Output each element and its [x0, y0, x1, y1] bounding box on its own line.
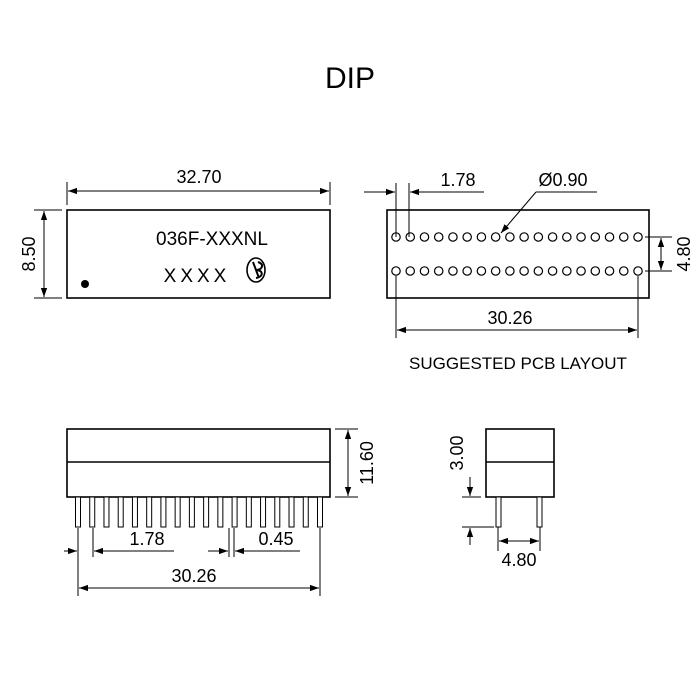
pcb-pad	[433, 266, 444, 276]
pcb-pad	[448, 266, 458, 276]
pcb-pad	[576, 232, 586, 242]
pcb-pad	[519, 232, 529, 242]
pcb-pad	[505, 232, 515, 242]
end-row-spacing-dim: 4.80	[501, 550, 536, 570]
side-pin-width-dim: 0.45	[258, 529, 293, 549]
date-code-marking: XXXX	[164, 266, 231, 287]
pin1-dot	[81, 280, 89, 288]
pcb-pad	[505, 266, 515, 276]
pcb-pad	[419, 266, 430, 276]
side-pin	[302, 496, 309, 528]
side-view: 11.60 1.78 0.45 30.26	[64, 428, 377, 596]
pcb-pad	[391, 266, 401, 276]
part-number-marking: 036F-XXXNL	[156, 229, 268, 250]
side-pin	[260, 496, 267, 528]
pcb-hole-dim: Ø0.90	[538, 170, 587, 190]
top-length-dim: 32.70	[176, 167, 221, 187]
pcb-caption: SUGGESTED PCB LAYOUT	[409, 354, 627, 373]
side-pin	[188, 496, 195, 528]
pcb-pad	[490, 232, 501, 242]
pcb-pad	[519, 266, 529, 276]
pcb-row-spacing-dim: 4.80	[674, 236, 694, 271]
top-view: 036F-XXXNL XXXX 32.70 8.50	[19, 167, 331, 299]
end-view-body	[485, 428, 555, 498]
pcb-pad	[462, 266, 472, 276]
company-logo-icon	[246, 257, 266, 283]
pcb-pad	[476, 266, 487, 276]
pcb-pad	[462, 232, 472, 242]
pcb-pad	[547, 266, 558, 276]
pcb-pad	[547, 232, 558, 242]
end-pin-right	[536, 496, 543, 528]
pcb-layout-view: 1.78 Ø0.90 4.80 30.26 SUGGESTED PCB LAYO…	[364, 170, 694, 373]
pcb-pad	[533, 266, 544, 276]
pcb-span-dim: 30.26	[487, 308, 532, 328]
side-pin	[89, 496, 96, 528]
pcb-pitch-dim: 1.78	[440, 170, 475, 190]
end-view: 3.00 4.80	[447, 428, 555, 570]
top-view-body	[66, 209, 331, 299]
pcb-pad	[604, 232, 615, 242]
side-pin	[160, 496, 167, 528]
side-span-dim: 30.26	[171, 566, 216, 586]
side-pitch-dim: 1.78	[129, 529, 164, 549]
pcb-pad	[590, 232, 601, 242]
pcb-pad	[618, 232, 629, 242]
pcb-pad	[405, 266, 416, 276]
side-pin	[75, 496, 81, 528]
side-pin	[203, 496, 210, 528]
pcb-pad	[562, 266, 572, 276]
pcb-pad	[633, 266, 643, 276]
end-pin-length-dim: 3.00	[447, 435, 467, 470]
pad-row-bottom	[391, 266, 643, 276]
side-pin	[217, 496, 224, 528]
pcb-pad	[419, 232, 430, 242]
side-height-dim: 11.60	[357, 441, 377, 485]
side-pin	[245, 496, 252, 528]
side-pin	[274, 496, 281, 528]
pad-row-top	[391, 232, 643, 242]
pcb-pad	[533, 232, 544, 242]
side-pin-row	[75, 496, 323, 528]
end-pin-left	[495, 496, 502, 528]
drawing-title: DIP	[325, 62, 375, 95]
pcb-pad	[618, 266, 629, 276]
side-view-body	[66, 428, 331, 498]
side-pin	[317, 496, 323, 528]
pcb-pad	[590, 266, 601, 276]
pcb-pad	[633, 232, 643, 242]
pcb-outline	[386, 209, 650, 299]
pcb-pad	[604, 266, 615, 276]
side-pin	[288, 496, 295, 528]
side-pin	[103, 496, 110, 528]
pcb-pad	[433, 232, 444, 242]
pcb-pad	[476, 232, 487, 242]
side-pin	[231, 496, 238, 528]
pcb-pad	[576, 266, 586, 276]
side-pin	[131, 496, 138, 528]
side-pin	[117, 496, 124, 528]
pcb-pad	[490, 266, 501, 276]
pcb-pad	[562, 232, 572, 242]
side-pin	[146, 496, 153, 528]
top-height-dim: 8.50	[19, 236, 39, 271]
pcb-pad	[405, 232, 416, 242]
pcb-pad	[448, 232, 458, 242]
side-pin	[174, 496, 181, 528]
